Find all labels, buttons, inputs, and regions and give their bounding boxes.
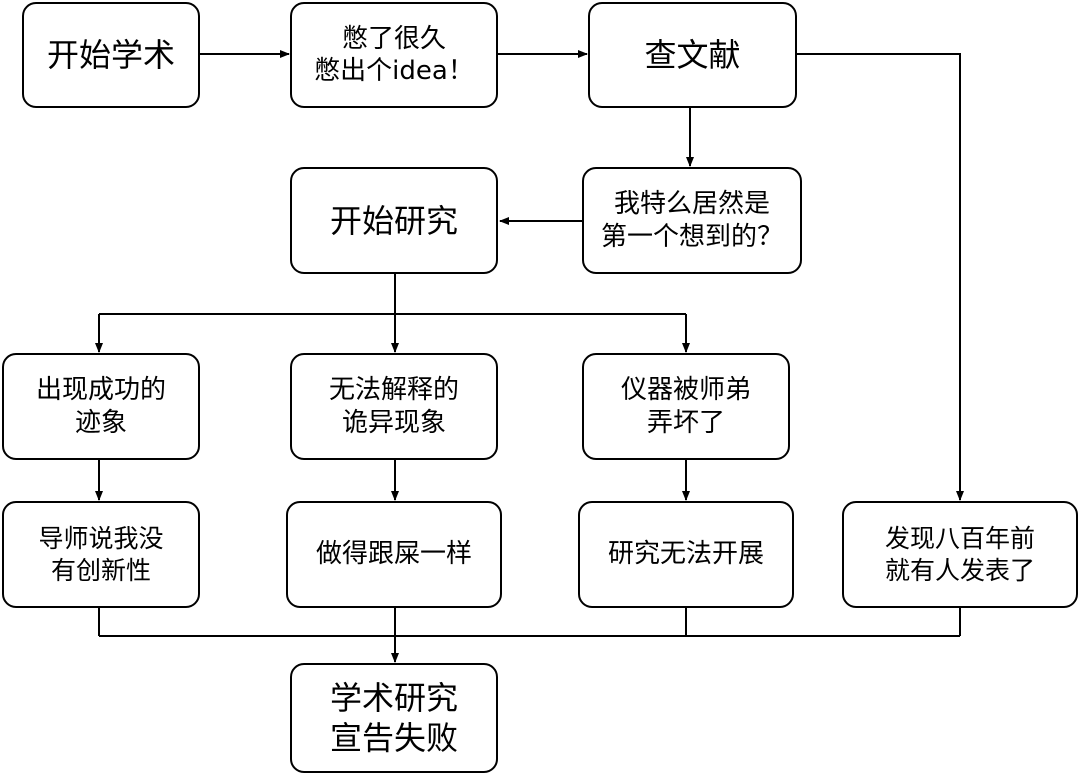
node-broken-instrument-text: 仪器被师弟 弄坏了 — [620, 375, 751, 438]
node-first-thought-text: 我特么居然是 第一个想到的？ — [600, 189, 783, 252]
node-start-academic-text: 开始学术 — [46, 36, 175, 74]
node-idea: 憋了很久 憋出个idea！ — [290, 2, 498, 108]
node-terrible-work-text: 做得跟屎一样 — [315, 539, 472, 570]
node-no-novelty: 导师说我没 有创新性 — [2, 501, 200, 608]
node-cannot-proceed-text: 研究无法开展 — [607, 539, 764, 570]
node-start-research: 开始研究 — [290, 167, 498, 274]
node-published-800-years: 发现八百年前 就有人发表了 — [842, 501, 1078, 608]
node-weird-phenomena-text: 无法解释的 诡异现象 — [328, 375, 459, 438]
node-first-thought: 我特么居然是 第一个想到的？ — [582, 167, 802, 274]
node-idea-text: 憋了很久 憋出个idea！ — [314, 23, 474, 87]
node-weird-phenomena: 无法解释的 诡异现象 — [290, 353, 498, 460]
node-literature: 查文献 — [588, 2, 797, 108]
node-success-signs: 出现成功的 迹象 — [2, 353, 200, 460]
node-start-research-text: 开始研究 — [329, 201, 458, 240]
node-start-academic: 开始学术 — [22, 2, 200, 108]
arrow-literature-to-published — [797, 53, 964, 501]
node-research-failed: 学术研究 宣告失败 — [290, 663, 498, 773]
node-published-800-years-text: 发现八百年前 就有人发表了 — [884, 524, 1035, 585]
node-research-failed-text: 学术研究 宣告失败 — [329, 679, 458, 757]
node-broken-instrument: 仪器被师弟 弄坏了 — [582, 353, 790, 460]
node-terrible-work: 做得跟屎一样 — [286, 501, 502, 608]
node-success-signs-text: 出现成功的 迹象 — [35, 375, 166, 438]
node-cannot-proceed: 研究无法开展 — [578, 501, 794, 608]
node-literature-text: 查文献 — [644, 36, 741, 74]
node-no-novelty-text: 导师说我没 有创新性 — [38, 524, 164, 585]
